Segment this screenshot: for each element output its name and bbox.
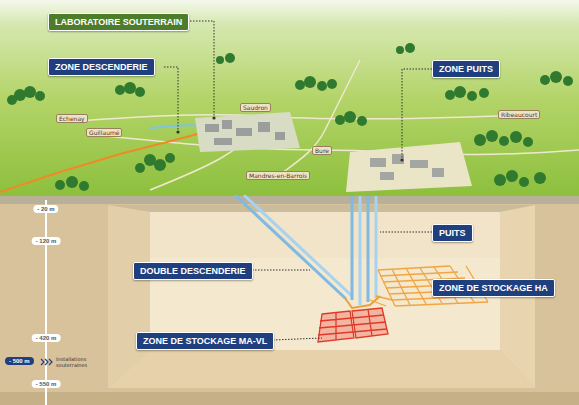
node-text: - 20 m <box>37 206 54 212</box>
buildings <box>370 154 444 180</box>
ramp-tunnels <box>236 196 352 298</box>
village-tag: Bure <box>312 146 332 155</box>
node-text: ZONE DE STOCKAGE HA <box>439 283 548 293</box>
leader-dots <box>176 116 403 161</box>
gallery <box>345 296 380 308</box>
soil-layer <box>0 196 579 204</box>
callout-box: ZONE DE STOCKAGE HA <box>432 279 555 297</box>
node-text: ZONE DESCENDERIE <box>55 62 148 72</box>
depth-pill: - 20 m <box>33 205 58 213</box>
node-text: PUITS <box>439 228 466 238</box>
node-text: - 500 m <box>9 358 30 364</box>
node-text: Ribeaucourt <box>501 111 537 118</box>
buildings <box>205 120 285 145</box>
shafts <box>352 196 376 305</box>
node-text: DOUBLE DESCENDERIE <box>140 266 246 276</box>
node-text: Mandres-en-Barrois <box>249 172 307 179</box>
village-tag: Saudron <box>240 103 271 112</box>
callout-box: PUITS <box>432 224 473 242</box>
ground-section <box>0 196 579 405</box>
node-text: Guillaumé <box>89 129 119 136</box>
village-tag: Mandres-en-Barrois <box>246 171 310 180</box>
node-text: - 420 m <box>36 335 57 341</box>
depth-pill: - 120 m <box>32 237 61 245</box>
cutaway-floor <box>108 350 535 388</box>
railway-line <box>0 132 205 192</box>
callout-box: ZONE DE STOCKAGE MA-VL <box>136 332 274 350</box>
callout-box: DOUBLE DESCENDERIE <box>133 262 253 280</box>
node-text: - 550 m <box>36 381 57 387</box>
site-area <box>195 112 300 152</box>
ma-vl-storage-grid <box>318 308 388 342</box>
depth-pill: - 500 m <box>5 357 34 365</box>
node-text: LABORATOIRE SOUTERRAIN <box>55 17 182 27</box>
village-tag: Echenay <box>56 114 88 123</box>
village-tag: Guillaumé <box>86 128 122 137</box>
cutaway-ceiling <box>108 205 535 212</box>
node-text: Bure <box>315 147 329 154</box>
roads <box>60 60 579 190</box>
trees <box>7 43 573 191</box>
leader-lines <box>164 21 455 340</box>
callout-box: LABORATOIRE SOUTERRAIN <box>48 13 189 31</box>
depth-pill: - 550 m <box>32 380 61 388</box>
node-text: ZONE PUITS <box>439 64 493 74</box>
node-text: Echenay <box>59 115 85 122</box>
village-tag: Ribeaucourt <box>498 110 540 119</box>
node-text: Saudron <box>243 104 268 111</box>
node-text: - 120 m <box>36 238 57 244</box>
node-text: ZONE DE STOCKAGE MA-VL <box>143 336 267 346</box>
depth-pill: - 420 m <box>32 334 61 342</box>
annotation-label: Installations souterraines <box>56 356 92 368</box>
site-area <box>346 142 472 192</box>
chevron-symbols <box>41 359 52 365</box>
callout-box: ZONE DESCENDERIE <box>48 58 155 76</box>
callout-box: ZONE PUITS <box>432 60 500 78</box>
landscape <box>0 0 579 198</box>
depth-scale <box>45 200 47 405</box>
bedrock-layer <box>0 392 579 405</box>
